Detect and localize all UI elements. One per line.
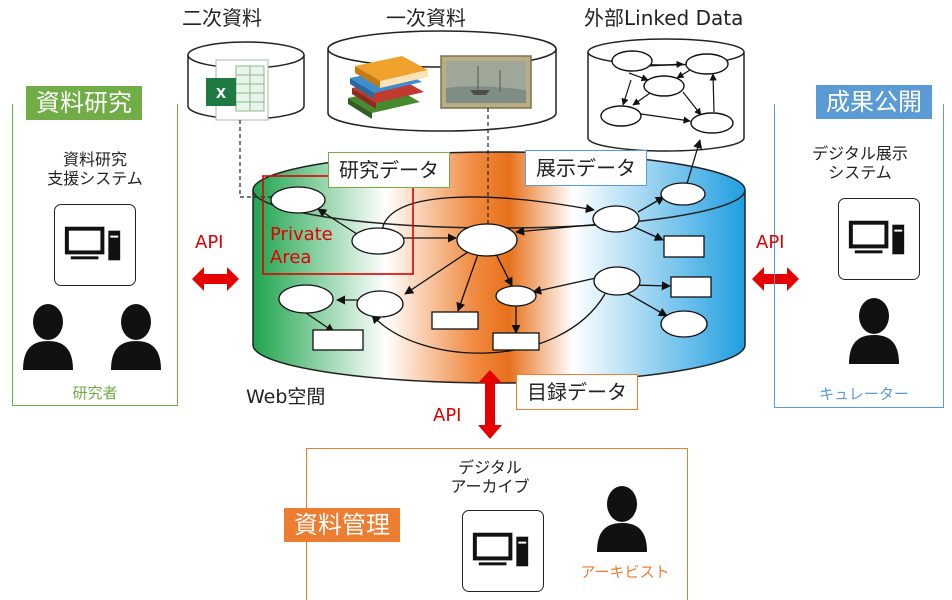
api-label-right: API <box>756 232 785 253</box>
curator-label: キュレーター <box>819 385 909 403</box>
api-arrow-bottom <box>478 370 502 439</box>
research-system-line1: 資料研究 <box>62 150 127 169</box>
research-system-name: 資料研究 支援システム <box>20 150 170 188</box>
exhibit-system-name: デジタル展示 システム <box>784 144 936 182</box>
primary-source-label: 一次資料 <box>386 6 466 30</box>
api-arrow-left <box>192 267 239 291</box>
archivist-icon <box>597 486 647 552</box>
api-label-left: API <box>195 232 224 253</box>
archive-system-line2: アーカイブ <box>450 477 530 497</box>
research-tag: 資料研究 <box>26 86 142 120</box>
exhibit-tag: 成果公開 <box>816 85 932 119</box>
archive-pc-icon <box>462 510 544 592</box>
exhibit-data-box: 展示データ <box>525 150 647 186</box>
research-panel <box>12 104 178 406</box>
archivist-label: アーキビスト <box>580 563 670 581</box>
spreadsheet-icon: x <box>206 59 269 121</box>
source-dashed-links <box>239 108 489 236</box>
catalog-tag: 資料管理 <box>284 508 400 542</box>
archive-system-name: デジタル アーカイブ <box>430 458 550 496</box>
secondary-source-label: 二次資料 <box>182 6 262 30</box>
api-label-bottom: API <box>433 405 462 426</box>
research-system-line2: 支援システム <box>47 169 143 189</box>
archive-system-line1: デジタル <box>458 458 522 477</box>
web-space-label: Web空間 <box>246 386 326 408</box>
exhibit-system-line2: システム <box>828 163 892 183</box>
web-graph-edges <box>305 139 703 354</box>
curator-icon <box>849 298 899 364</box>
research-pc-icon <box>54 204 136 286</box>
private-area-line2: Area <box>270 246 312 268</box>
linked-data-graph <box>600 50 734 134</box>
private-area-label: Private Area <box>270 224 333 269</box>
exhibit-system-line1: デジタル展示 <box>812 144 908 163</box>
private-area-line1: Private <box>270 224 333 245</box>
researcher-icon-1 <box>23 304 73 370</box>
research-data-box: 研究データ <box>328 152 450 188</box>
books-icon <box>348 56 428 119</box>
exhibit-pc-icon <box>838 198 920 280</box>
exhibit-panel <box>774 104 944 408</box>
web-graph-nodes <box>270 182 712 351</box>
painting-image <box>440 55 532 109</box>
svg-text:x: x <box>216 82 226 102</box>
catalog-data-box: 目録データ <box>516 374 638 410</box>
api-arrow-right <box>752 267 799 291</box>
researcher-label: 研究者 <box>72 384 118 402</box>
researcher-icon-2 <box>111 304 161 370</box>
linked-data-label: 外部Linked Data <box>584 6 744 30</box>
